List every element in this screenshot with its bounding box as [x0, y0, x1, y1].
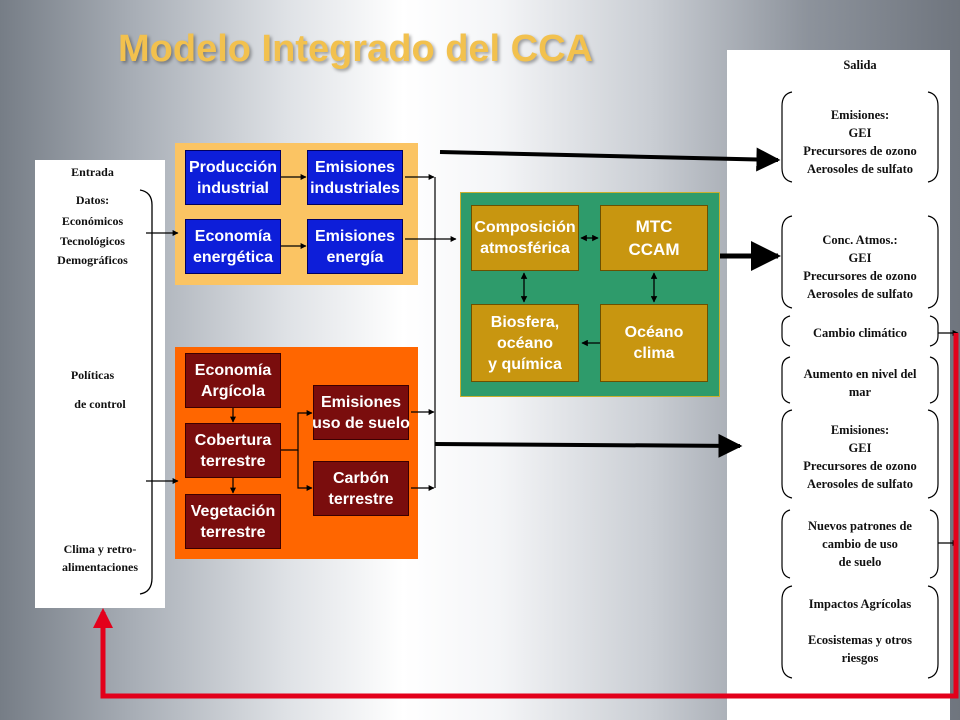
out1-line-3: Precursores de ozono	[803, 144, 917, 158]
comp-line-2: atmosférica	[480, 240, 570, 257]
input-clima-retro: Clima y retro-	[63, 542, 137, 556]
cobertura-terrestre-box: Cobertura terrestre	[185, 423, 281, 478]
out6-line-2: cambio de uso	[822, 537, 898, 551]
bio-line-1: Biosfera,	[490, 313, 560, 331]
economia-agricola-box: Economía Argícola	[185, 353, 281, 408]
diagram-title: Modelo Integrado del CCA	[118, 28, 593, 70]
veg-line-2: terrestre	[200, 523, 266, 541]
veg-line-1: Vegetación	[190, 502, 276, 520]
mtc-line-1: MTC	[635, 217, 673, 236]
out1-line-2: GEI	[848, 126, 872, 140]
out2-line-2: GEI	[848, 251, 872, 265]
out4-line-1: Aumento en nivel del	[803, 367, 917, 381]
out5-line-2: GEI	[848, 441, 872, 455]
output-emisiones-1: Emisiones: GEI Precursores de ozono Aero…	[785, 106, 935, 178]
input-economicos: Económicos	[61, 214, 124, 228]
out1-line-1: Emisiones:	[830, 108, 890, 122]
input-tecnologicos: Tecnológicos	[60, 234, 125, 248]
input-datos: Datos:	[75, 193, 110, 207]
out5-line-3: Precursores de ozono	[803, 459, 917, 473]
emis-ind-line-2: industriales	[310, 179, 400, 197]
emis-suelo-line-1: Emisiones	[320, 393, 402, 411]
input-demograficos: Demográficos	[57, 253, 128, 267]
oceano-line-2: clima	[633, 345, 675, 362]
out5-line-1: Emisiones:	[830, 423, 890, 437]
out1-line-4: Aerosoles de sulfato	[806, 162, 913, 176]
input-politicas: Políticas	[70, 368, 115, 382]
carbon-line-1: Carbón	[333, 469, 389, 487]
input-de-control: de control	[74, 397, 126, 411]
input-alimentaciones: alimentaciones	[62, 560, 138, 574]
emis-en-line-1: Emisiones	[314, 227, 396, 245]
composicion-atmosferica-box: Composición atmosférica	[471, 205, 579, 271]
agri-line-2: Argícola	[200, 382, 265, 400]
bio-line-2: océano	[496, 334, 553, 352]
out2-line-3: Precursores de ozono	[803, 269, 917, 283]
to-emisiones-2-output-arrow	[434, 433, 743, 458]
emis-suelo-line-2: uso de suelo	[312, 414, 410, 432]
comp-line-1: Composición	[474, 219, 576, 236]
emisiones-energia-box: Emisiones energía	[307, 219, 403, 274]
out7-line-2: Ecosistemas y otros	[808, 633, 912, 647]
out6-line-1: Nuevos patrones de	[808, 519, 912, 533]
input-header: Entrada	[71, 165, 114, 179]
out4-line-2: mar	[848, 385, 872, 399]
output-header: Salida	[843, 58, 877, 72]
out2-line-4: Aerosoles de sulfato	[806, 287, 913, 301]
emis-ind-line-1: Emisiones	[314, 158, 396, 176]
output-impactos: Impactos Agrícolas Ecosistemas y otros r…	[785, 595, 935, 667]
produccion-industrial-box: Producción industrial	[185, 150, 281, 205]
produccion-line-1: Producción	[188, 158, 277, 176]
out2-line-1: Conc. Atmos.:	[822, 233, 898, 247]
output-emisiones-2: Emisiones: GEI Precursores de ozono Aero…	[785, 421, 935, 493]
economia-line-1: Economía	[194, 227, 272, 245]
cob-line-2: terrestre	[200, 452, 266, 470]
bio-line-3: y química	[488, 355, 562, 373]
oceano-clima-box: Océano clima	[600, 304, 708, 382]
emisiones-uso-suelo-box: Emisiones uso de suelo	[312, 385, 410, 440]
produccion-line-2: industrial	[196, 179, 269, 197]
oceano-line-1: Océano	[624, 324, 684, 341]
vegetacion-terrestre-box: Vegetación terrestre	[185, 494, 281, 549]
output-nuevos-patrones: Nuevos patrones de cambio de uso de suel…	[785, 517, 935, 571]
output-aumento-mar: Aumento en nivel del mar	[785, 365, 935, 401]
carbon-line-2: terrestre	[328, 490, 394, 508]
mtc-line-2: CCAM	[628, 240, 680, 259]
out6-line-3: de suelo	[838, 555, 882, 569]
out7-line-3: riesgos	[841, 651, 879, 665]
agri-line-1: Economía	[194, 361, 272, 379]
cob-line-1: Cobertura	[194, 431, 272, 449]
mtc-ccam-box: MTC CCAM	[600, 205, 708, 271]
output-conc-atmos: Conc. Atmos.: GEI Precursores de ozono A…	[785, 231, 935, 303]
out7-line-1: Impactos Agrícolas	[808, 597, 912, 611]
out5-line-4: Aerosoles de sulfato	[806, 477, 913, 491]
output-cambio-climatico: Cambio climático	[812, 326, 908, 340]
economia-line-2: energética	[192, 248, 274, 266]
carbon-terrestre-box: Carbón terrestre	[313, 461, 409, 516]
biosfera-box: Biosfera, océano y química	[471, 304, 579, 382]
emisiones-industriales-box: Emisiones industriales	[307, 150, 403, 205]
economia-energetica-box: Economía energética	[185, 219, 281, 274]
emis-en-line-2: energía	[326, 248, 384, 266]
